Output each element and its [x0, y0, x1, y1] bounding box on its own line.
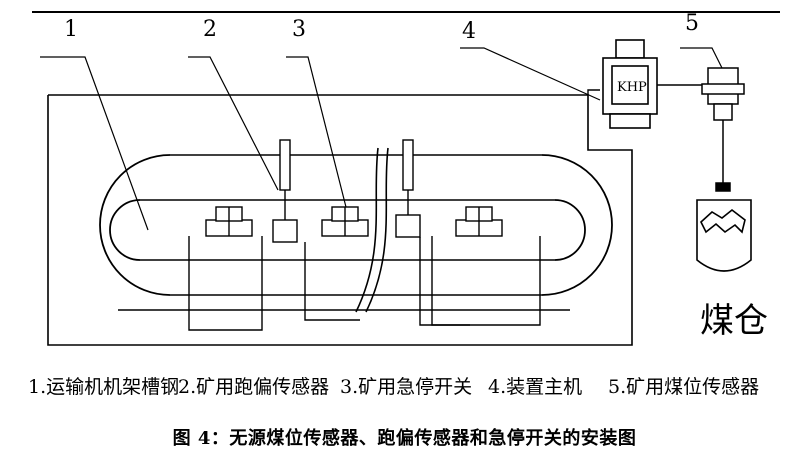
callout-5: 5: [685, 11, 699, 36]
callout-3: 3: [292, 17, 306, 42]
callout-4: 4: [462, 19, 476, 44]
host-panel: [611, 65, 649, 105]
left-drum-outer: [99, 154, 171, 296]
cable-stop-left: [304, 242, 360, 321]
bin-outline: [696, 199, 752, 272]
deviation-sensor-right: [455, 206, 503, 237]
leader-5: [680, 47, 723, 69]
stop-box: [272, 219, 298, 243]
conveyor-belt: [118, 154, 570, 311]
leader-4: [460, 47, 601, 101]
stop-box: [395, 214, 421, 238]
sensor-probe-tip: [715, 182, 731, 192]
callout-2: 2: [203, 17, 217, 42]
cable-sensor-right: [431, 236, 541, 326]
left-drum-inner: [109, 199, 141, 261]
signal-cables: [188, 89, 600, 331]
host-label: KHP: [617, 80, 647, 95]
coal-bin: [696, 199, 752, 272]
left-drum: [99, 154, 171, 296]
deviation-sensor-left: [205, 206, 253, 237]
right-drum-outer: [541, 154, 613, 296]
cable-stop-right: [419, 237, 470, 326]
stop-post: [402, 139, 414, 191]
sensor-flange: [701, 83, 745, 95]
right-drum-inner: [554, 199, 586, 261]
legend-item-1: 1.运输机机架槽钢: [28, 376, 180, 398]
cable-to-host: [587, 89, 600, 95]
right-drum: [541, 154, 613, 296]
emergency-stop-left: [272, 139, 298, 243]
sensor-mount: [713, 103, 733, 121]
host-top-cap: [615, 39, 645, 59]
leader-1: [40, 56, 149, 231]
leader-3: [286, 56, 349, 216]
legend-item-2: 2.矿用跑偏传感器: [178, 376, 330, 398]
leader-lines: [40, 47, 723, 231]
host-base: [609, 113, 651, 129]
emergency-stop-right: [395, 139, 421, 238]
bin-coal-surface: [700, 208, 746, 234]
callout-1: 1: [64, 17, 78, 42]
legend: 1.运输机机架槽钢 2.矿用跑偏传感器 3.矿用急停开关 4.装置主机 5.矿用…: [28, 372, 808, 400]
break-line-left: [355, 147, 379, 313]
legend-item-4: 4.装置主机: [488, 376, 583, 398]
break-line-right: [365, 147, 389, 313]
coal-level-sensor: [701, 67, 745, 192]
legend-item-3: 3.矿用急停开关: [340, 376, 473, 398]
bin-label: 煤仓: [700, 301, 768, 341]
legend-item-5: 5.矿用煤位传感器: [608, 376, 760, 398]
host-unit: [602, 39, 710, 129]
cable-sensor-left: [188, 236, 263, 331]
stop-post: [279, 139, 291, 191]
figure-caption: 图 4：无源煤位传感器、跑偏传感器和急停开关的安装图: [172, 428, 637, 449]
deviation-sensor-mid: [321, 206, 369, 237]
break-mark: [355, 147, 389, 313]
leader-2: [188, 56, 279, 191]
